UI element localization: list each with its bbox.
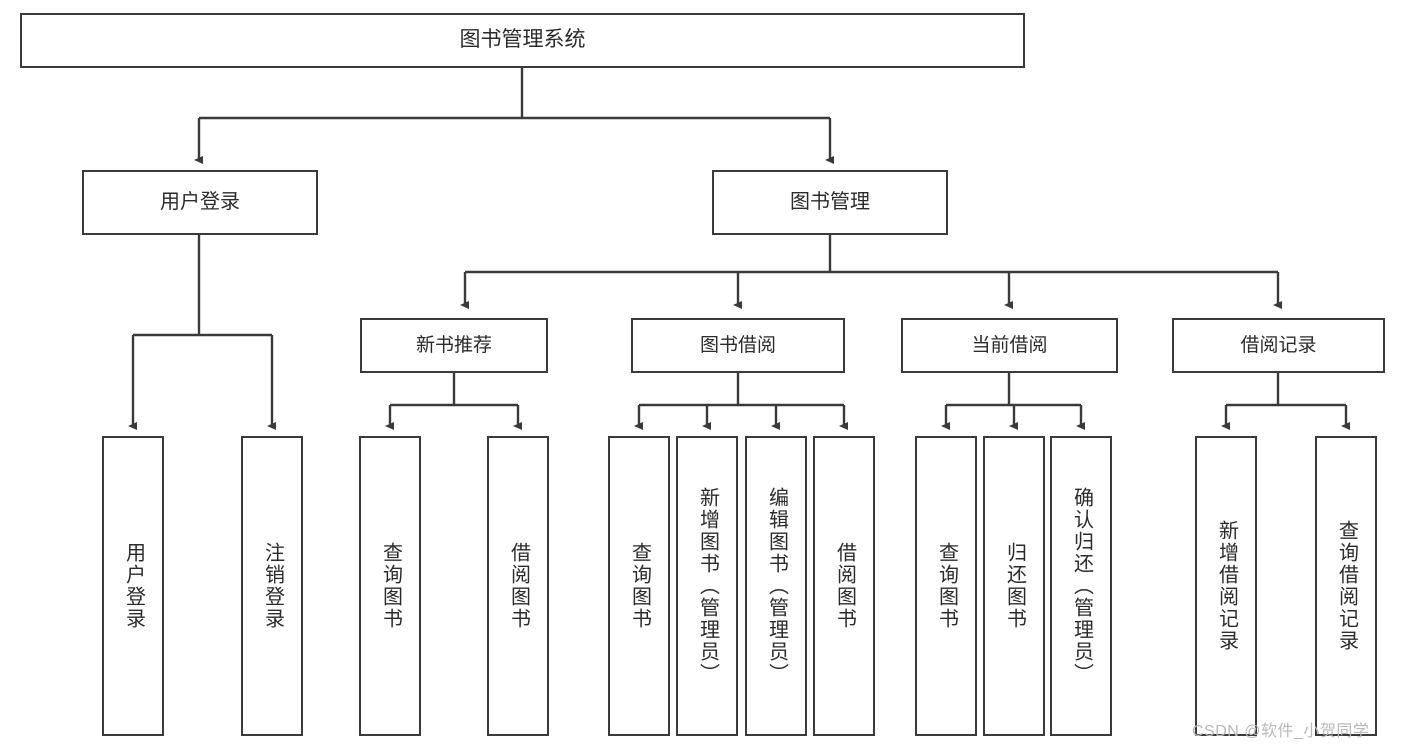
node-new-book-recommend[interactable]: 新书推荐 — [360, 318, 548, 373]
node-label: 查询借阅记录 — [1335, 520, 1358, 652]
leaf-recommend-borrow-book[interactable]: 借阅图书 — [487, 436, 549, 736]
leaf-current-return-book[interactable]: 归还图书 — [983, 436, 1045, 736]
leaf-current-query-book[interactable]: 查询图书 — [915, 436, 977, 736]
leaf-user-login-signin[interactable]: 用户登录 — [102, 436, 164, 736]
node-label: 归还图书 — [1003, 542, 1026, 630]
leaf-current-confirm-return-admin[interactable]: 确认归还（管理员） — [1050, 436, 1112, 736]
node-label: 当前借阅 — [971, 334, 1048, 356]
node-label: 注销登录 — [261, 542, 284, 630]
node-label: 用户登录 — [122, 542, 145, 630]
leaf-record-query-record[interactable]: 查询借阅记录 — [1315, 436, 1377, 736]
node-label: 新增借阅记录 — [1215, 520, 1238, 652]
leaf-record-add-record[interactable]: 新增借阅记录 — [1195, 436, 1257, 736]
node-label: 图书管理 — [790, 191, 870, 213]
node-borrow-record[interactable]: 借阅记录 — [1172, 318, 1385, 373]
csdn-watermark: CSDN @软件_小贺同学 — [1192, 723, 1370, 740]
node-label: 图书管理系统 — [459, 28, 586, 52]
leaf-borrow-borrow-book[interactable]: 借阅图书 — [813, 436, 875, 736]
node-label: 新增图书（管理员） — [696, 487, 719, 685]
node-label: 用户登录 — [160, 191, 240, 213]
node-root-system[interactable]: 图书管理系统 — [20, 13, 1025, 68]
node-label: 借阅图书 — [833, 542, 856, 630]
leaf-borrow-add-book-admin[interactable]: 新增图书（管理员） — [676, 436, 738, 736]
node-label: 新书推荐 — [415, 334, 492, 356]
node-label: 借阅记录 — [1240, 334, 1317, 356]
leaf-recommend-query-book[interactable]: 查询图书 — [359, 436, 421, 736]
node-label: 编辑图书（管理员） — [765, 487, 788, 685]
node-label: 查询图书 — [935, 542, 958, 630]
node-label: 借阅图书 — [507, 542, 530, 630]
leaf-borrow-query-book[interactable]: 查询图书 — [608, 436, 670, 736]
leaf-borrow-edit-book-admin[interactable]: 编辑图书（管理员） — [745, 436, 807, 736]
node-book-management[interactable]: 图书管理 — [712, 170, 948, 235]
node-label: 确认归还（管理员） — [1070, 487, 1093, 685]
node-label: 图书借阅 — [699, 334, 776, 356]
node-label: 查询图书 — [379, 542, 402, 630]
node-user-login[interactable]: 用户登录 — [82, 170, 318, 235]
node-label: 查询图书 — [628, 542, 651, 630]
node-book-borrow[interactable]: 图书借阅 — [631, 318, 845, 373]
node-current-borrow[interactable]: 当前借阅 — [901, 318, 1118, 373]
leaf-user-login-signout[interactable]: 注销登录 — [241, 436, 303, 736]
